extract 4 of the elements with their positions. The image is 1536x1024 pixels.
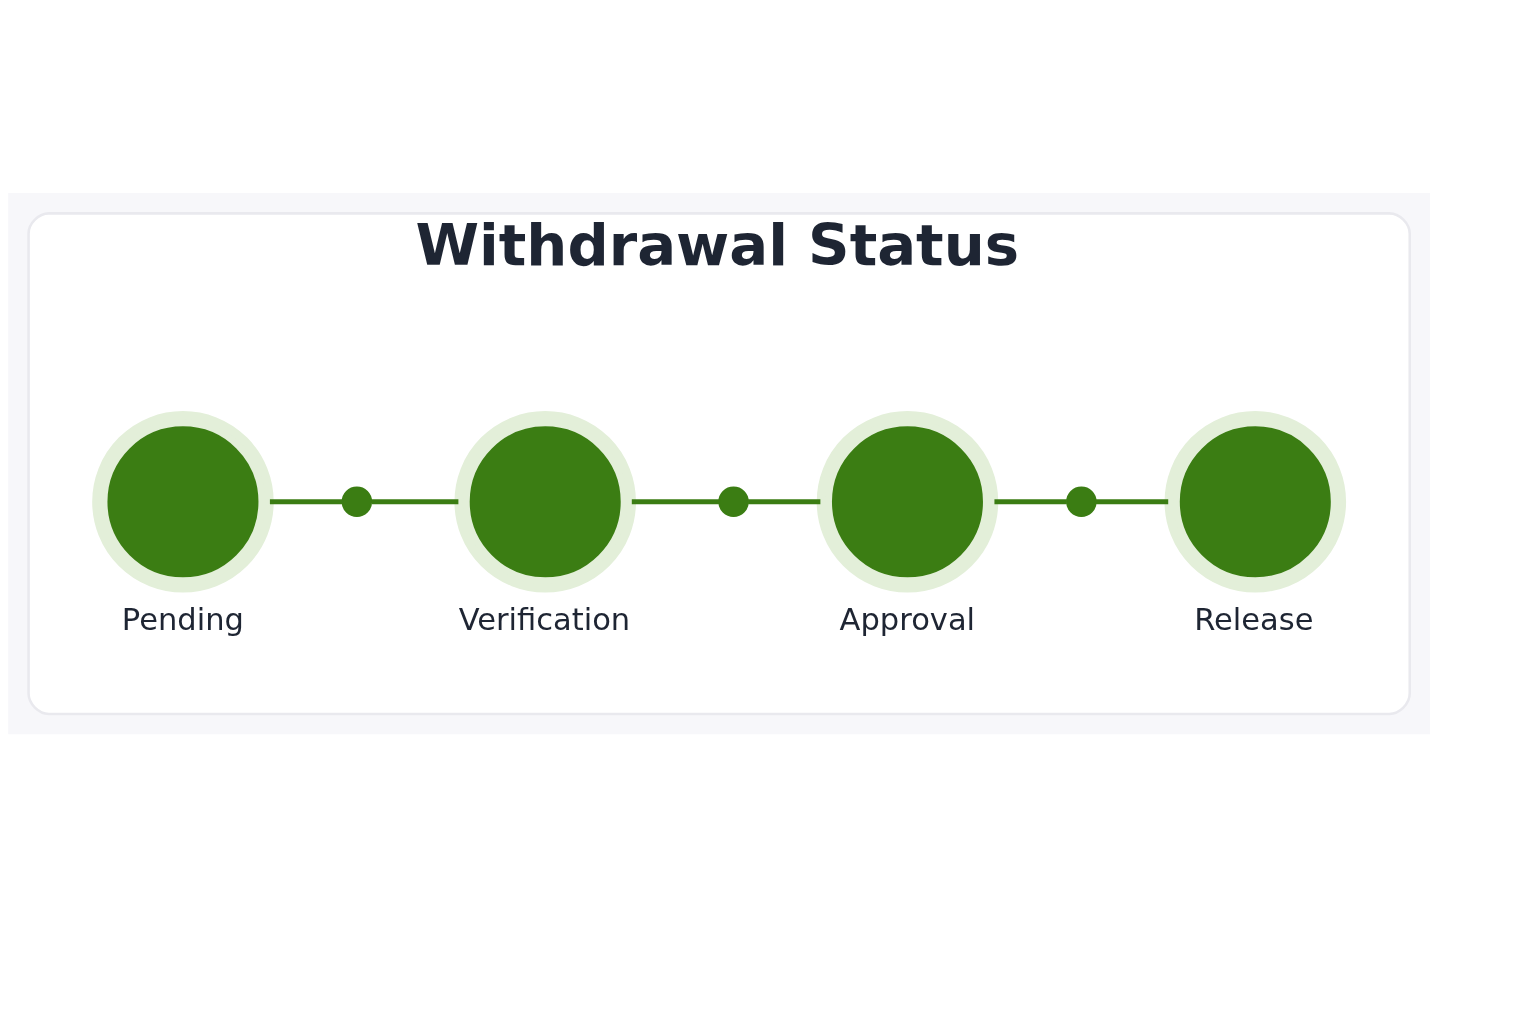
node-label: Pending: [121, 601, 244, 637]
node-label: Approval: [839, 601, 976, 637]
node-label: Verification: [458, 601, 631, 637]
node-label: Release: [1194, 601, 1314, 637]
